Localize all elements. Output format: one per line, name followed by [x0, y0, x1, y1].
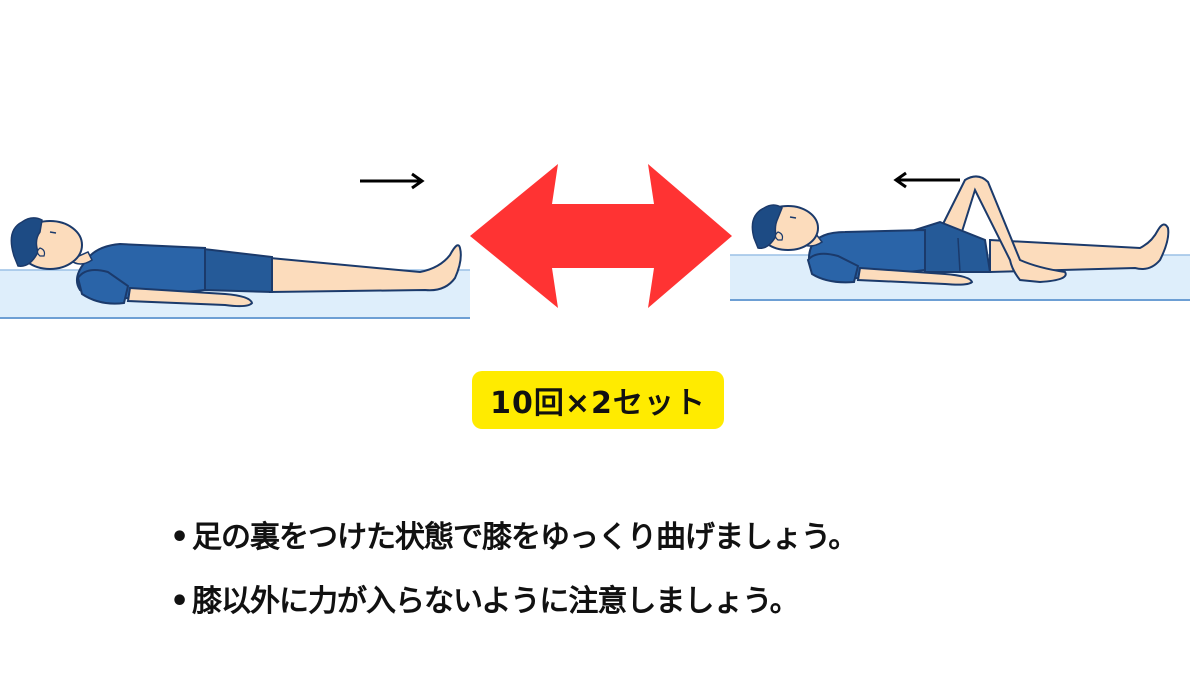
- instruction-item: •足の裏をつけた状態で膝をゆっくり曲げましょう。: [170, 520, 858, 556]
- arrow-right-icon: [360, 172, 425, 190]
- repetitions-badge: 10回×2セット: [472, 371, 724, 429]
- person-lying-flat-figure: [0, 172, 470, 319]
- illustration-knee-bent: [720, 160, 1200, 310]
- bullet-icon: •: [170, 520, 189, 555]
- arrow-left-icon: [893, 171, 960, 189]
- illustration-legs-extended: [0, 160, 480, 330]
- instruction-text: 膝以外に力が入らないように注意しましょう。: [192, 584, 800, 619]
- person-knee-bent-figure: [730, 171, 1190, 301]
- double-arrow-icon: [466, 160, 736, 310]
- instruction-item: •膝以外に力が入らないように注意しましょう。: [170, 584, 857, 620]
- bullet-icon: •: [170, 584, 189, 619]
- instruction-text: 足の裏をつけた状態で膝をゆっくり曲げましょう。: [192, 520, 858, 555]
- instruction-list: •足の裏をつけた状態で膝をゆっくり曲げましょう。 •膝以外に力が入らないように注…: [170, 520, 858, 648]
